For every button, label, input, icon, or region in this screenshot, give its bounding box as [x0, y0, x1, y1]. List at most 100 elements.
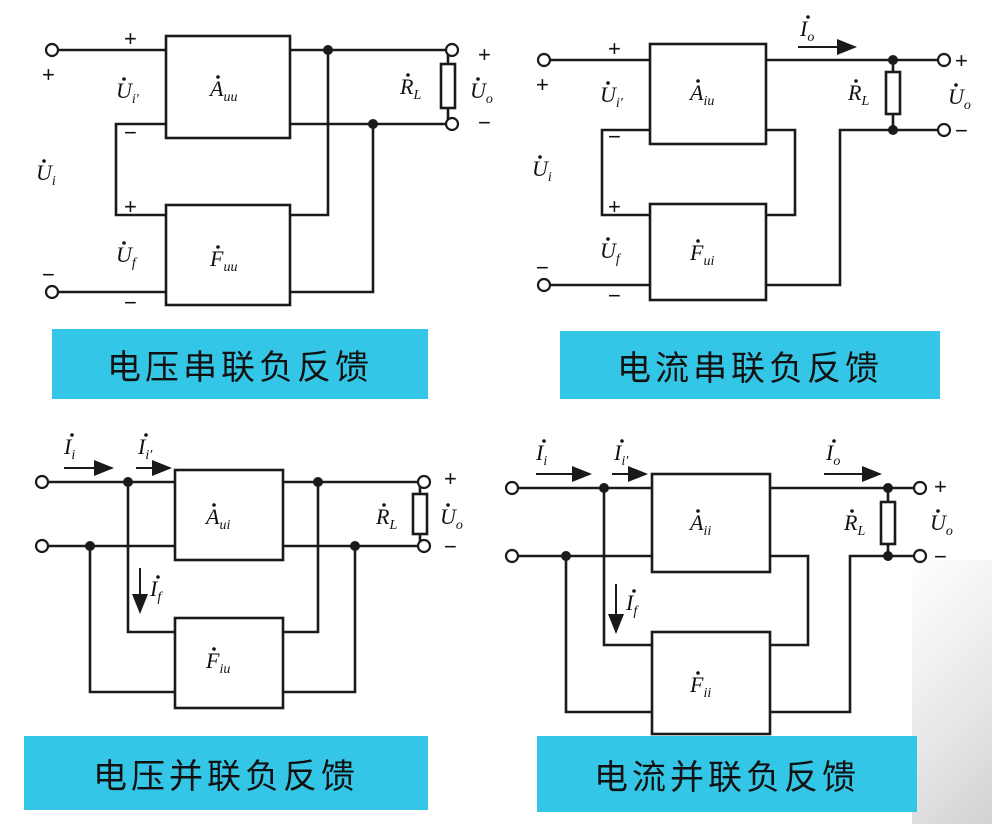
label-ii: Ii [535, 440, 547, 469]
label-fii: Fii [689, 672, 711, 701]
label-ui-prime: Ui′ [600, 82, 624, 111]
caption-voltage-shunt: 电压并联负反馈 [24, 736, 428, 810]
label-aii: Aii [688, 510, 711, 539]
dot-accent [212, 647, 216, 651]
diagram-current-series: Io + − + − + − + − Ui Ui′ Uf Aiu Fui RL … [532, 15, 971, 308]
dot-accent [696, 671, 700, 675]
label-ui: Ui [532, 156, 552, 185]
dot-accent [122, 77, 126, 81]
load-resistor [884, 70, 902, 116]
label-rl: RL [843, 510, 865, 539]
load-resistor [439, 62, 457, 110]
dot-accent [144, 433, 148, 437]
dot-accent [70, 433, 74, 437]
junction-dot [888, 55, 898, 65]
minus-sign: − [608, 124, 621, 149]
label-uf: Uf [116, 242, 138, 271]
dot-accent [476, 77, 480, 81]
minus-sign: − [934, 544, 947, 569]
dot-accent [936, 509, 940, 513]
label-ii-prime: Ii′ [137, 434, 153, 463]
junction-dot [313, 477, 323, 487]
minus-sign: − [478, 110, 491, 135]
dot-accent [696, 239, 700, 243]
dot-accent [406, 73, 410, 77]
dot-accent [542, 439, 546, 443]
label-aiu: Aiu [688, 80, 714, 109]
junction-dot [350, 541, 360, 551]
amplifier-box [173, 468, 285, 562]
junction-dot [561, 551, 571, 561]
label-rl: RL [399, 74, 421, 103]
load-resistor [879, 500, 897, 546]
amplifier-box [650, 472, 772, 574]
dot-accent [122, 241, 126, 245]
label-uo: Uo [948, 84, 971, 113]
label-ii-prime: Ii′ [613, 440, 629, 469]
label-rl: RL [847, 80, 869, 109]
plus-sign: + [608, 36, 621, 61]
input-terminal [536, 52, 552, 68]
plus-sign: + [955, 48, 968, 73]
dot-accent [606, 81, 610, 85]
caption-current-series: 电流串联负反馈 [560, 331, 940, 399]
label-aui: Aui [204, 504, 230, 533]
input-terminal [34, 474, 50, 490]
dot-accent [446, 503, 450, 507]
input-terminal [44, 42, 60, 58]
output-terminal [444, 116, 460, 132]
caption-current-shunt: 电流并联负反馈 [537, 736, 917, 812]
plus-sign: + [124, 194, 137, 219]
diagram-voltage-series: + − + − + − + − Ui Ui′ Uf Auu Fuu RL Uo [36, 26, 493, 315]
junction-dot [888, 125, 898, 135]
dot-accent [954, 83, 958, 87]
minus-sign: − [955, 118, 968, 143]
junction-dot [883, 551, 893, 561]
label-ui: Ui [36, 160, 56, 189]
minus-sign: − [124, 120, 137, 145]
minus-sign: − [124, 290, 137, 315]
dot-accent [606, 237, 610, 241]
plus-sign: + [478, 42, 491, 67]
plus-sign: + [608, 194, 621, 219]
dot-accent [538, 155, 542, 159]
plus-sign: + [444, 466, 457, 491]
label-fiu: Fiu [205, 648, 230, 677]
dot-accent [832, 439, 836, 443]
junction-dot [123, 477, 133, 487]
caption-voltage-series: 电压串联负反馈 [52, 329, 428, 399]
feedback-box [173, 616, 285, 710]
label-uf: Uf [600, 238, 622, 267]
minus-sign: − [42, 262, 55, 287]
input-terminal [34, 538, 50, 554]
label-fui: Fui [689, 240, 714, 269]
feedback-box [164, 203, 292, 307]
plus-sign: + [124, 26, 137, 51]
input-terminal [44, 284, 60, 300]
input-terminal [536, 277, 552, 293]
label-io: Io [825, 440, 840, 469]
dot-accent [632, 589, 636, 593]
label-if: If [625, 590, 639, 619]
junction-dot [323, 45, 333, 55]
label-fuu: Fuu [209, 246, 237, 275]
output-terminal [416, 474, 432, 490]
background-decoration [912, 560, 992, 824]
output-terminal [936, 122, 952, 138]
amplifier-box [648, 42, 768, 146]
output-terminal [444, 42, 460, 58]
dot-accent [696, 509, 700, 513]
amplifier-box [164, 34, 292, 140]
label-rl: RL [375, 504, 397, 533]
plus-sign: + [934, 474, 947, 499]
junction-dot [883, 483, 893, 493]
junction-dot [368, 119, 378, 129]
output-terminal [936, 52, 952, 68]
dot-accent [216, 245, 220, 249]
wire [548, 58, 940, 287]
feedback-box [648, 202, 768, 302]
plus-sign: + [536, 72, 549, 97]
output-terminal [416, 538, 432, 554]
junction-dot [599, 483, 609, 493]
